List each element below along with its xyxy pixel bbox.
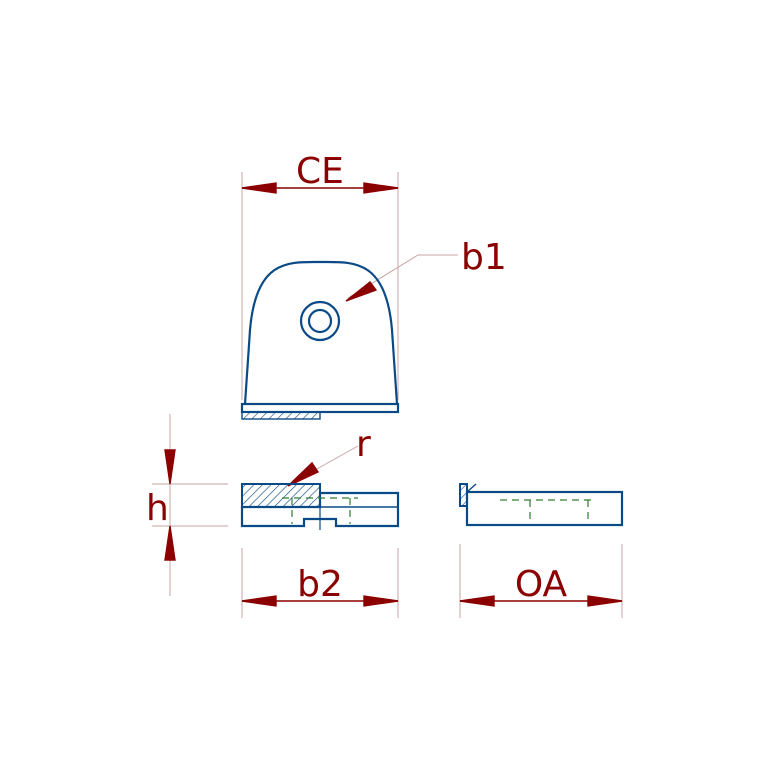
- right-view: [459, 483, 624, 527]
- section-hidden-lines: [282, 497, 358, 524]
- dimension-labels: CE b1 r h b2 OA: [146, 151, 568, 605]
- front-view: [240, 260, 400, 420]
- lug-hole-outer: [299, 300, 341, 342]
- ce-arrow-left: [241, 182, 277, 194]
- b2-label: b2: [297, 564, 343, 605]
- h-arrow-bottom: [164, 525, 176, 561]
- b2-arrow-right: [363, 595, 399, 607]
- lug-outline: [243, 260, 399, 405]
- extension-lines: [152, 172, 623, 618]
- h-label: h: [146, 488, 169, 529]
- ce-label: CE: [296, 151, 344, 192]
- section-hatch: [241, 483, 321, 508]
- r-arrow: [287, 461, 320, 487]
- b1-label: b1: [461, 237, 507, 278]
- section-view: [240, 483, 400, 530]
- ce-arrow-right: [363, 182, 399, 194]
- dimension-arrows: [164, 182, 623, 607]
- right-view-hidden-lines: [500, 499, 596, 524]
- lug-hole-inner: [307, 308, 333, 334]
- lug-base-plate: [240, 402, 400, 414]
- oa-arrow-right: [587, 595, 623, 607]
- r-label: r: [356, 424, 371, 465]
- h-arrow-top: [164, 449, 176, 485]
- oa-label: OA: [515, 564, 568, 605]
- lug-weld-hatch: [241, 411, 321, 420]
- b2-arrow-left: [241, 595, 277, 607]
- right-view-body: [465, 490, 624, 527]
- b1-arrow: [345, 281, 378, 302]
- oa-arrow-left: [459, 595, 495, 607]
